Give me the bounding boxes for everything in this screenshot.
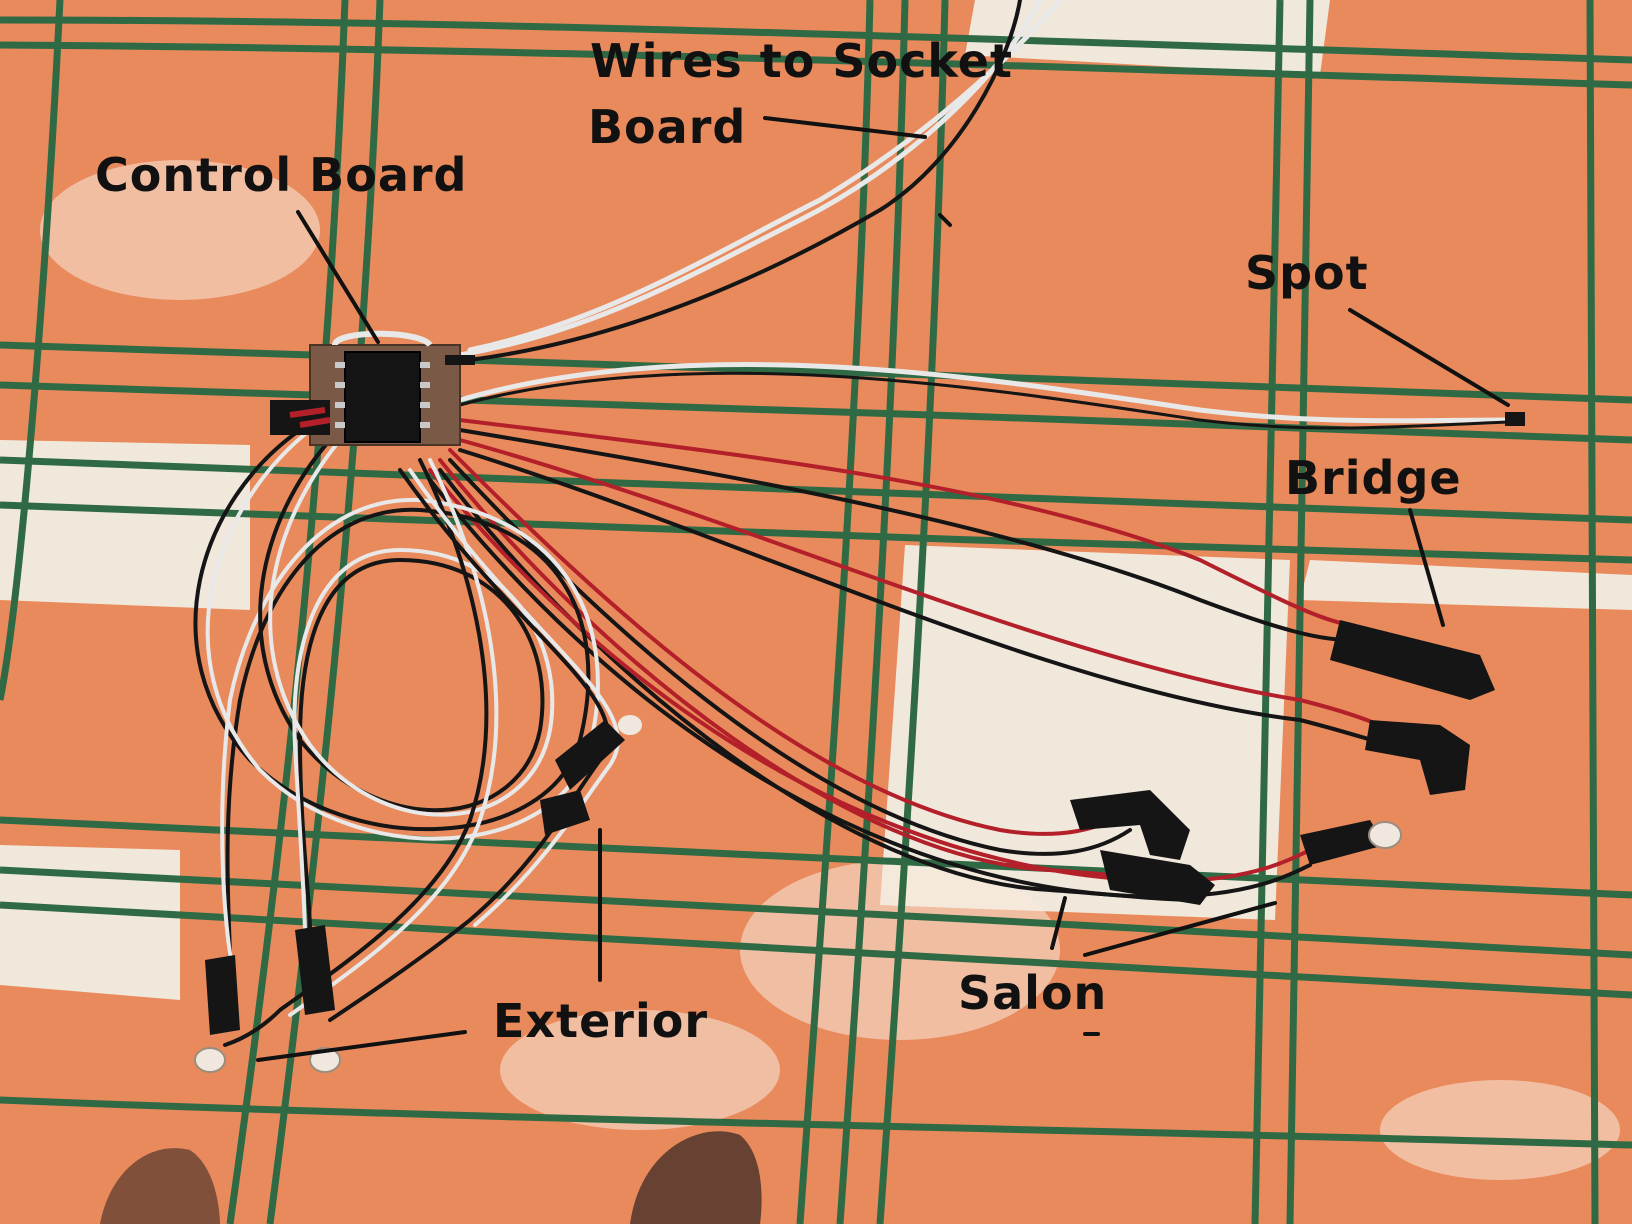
label-exterior: Exterior <box>493 994 709 1048</box>
label-bridge: Bridge <box>1285 451 1462 505</box>
label-wires-to-socket-line2: Board <box>588 100 747 154</box>
salon-wires <box>428 448 1312 902</box>
bridge-leds <box>1330 620 1495 795</box>
pointer-control-board <box>296 210 380 344</box>
pointer-spot <box>1348 308 1510 407</box>
label-spot: Spot <box>1245 246 1369 300</box>
bridge-wires <box>458 418 1392 747</box>
control-board <box>270 330 475 446</box>
pointer-salon-left <box>1050 896 1067 950</box>
wires-to-socket-board <box>457 0 1063 362</box>
label-control-board: Control Board <box>95 148 468 202</box>
exterior-leds <box>194 715 642 1073</box>
hand-shadow <box>630 1131 762 1224</box>
annotation-lines <box>256 116 1510 1062</box>
tablecloth-stripes-vertical <box>0 0 1599 1224</box>
label-wires-to-socket-line1: Wires to Socket <box>590 34 1013 88</box>
spot-led <box>1505 412 1525 426</box>
pointer-wires-to-socket <box>763 116 927 139</box>
spot-wire <box>457 362 1513 430</box>
salon-leds <box>1070 790 1402 905</box>
pointer-wires-to-socket-tick <box>938 213 952 227</box>
pointer-salon-right <box>1083 901 1277 957</box>
label-salon: Salon <box>958 966 1108 1020</box>
chip <box>344 351 421 443</box>
hand-shadow-2 <box>100 1148 220 1224</box>
pointer-bridge <box>1408 508 1445 627</box>
pointer-exterior-horizontal <box>256 1030 467 1062</box>
